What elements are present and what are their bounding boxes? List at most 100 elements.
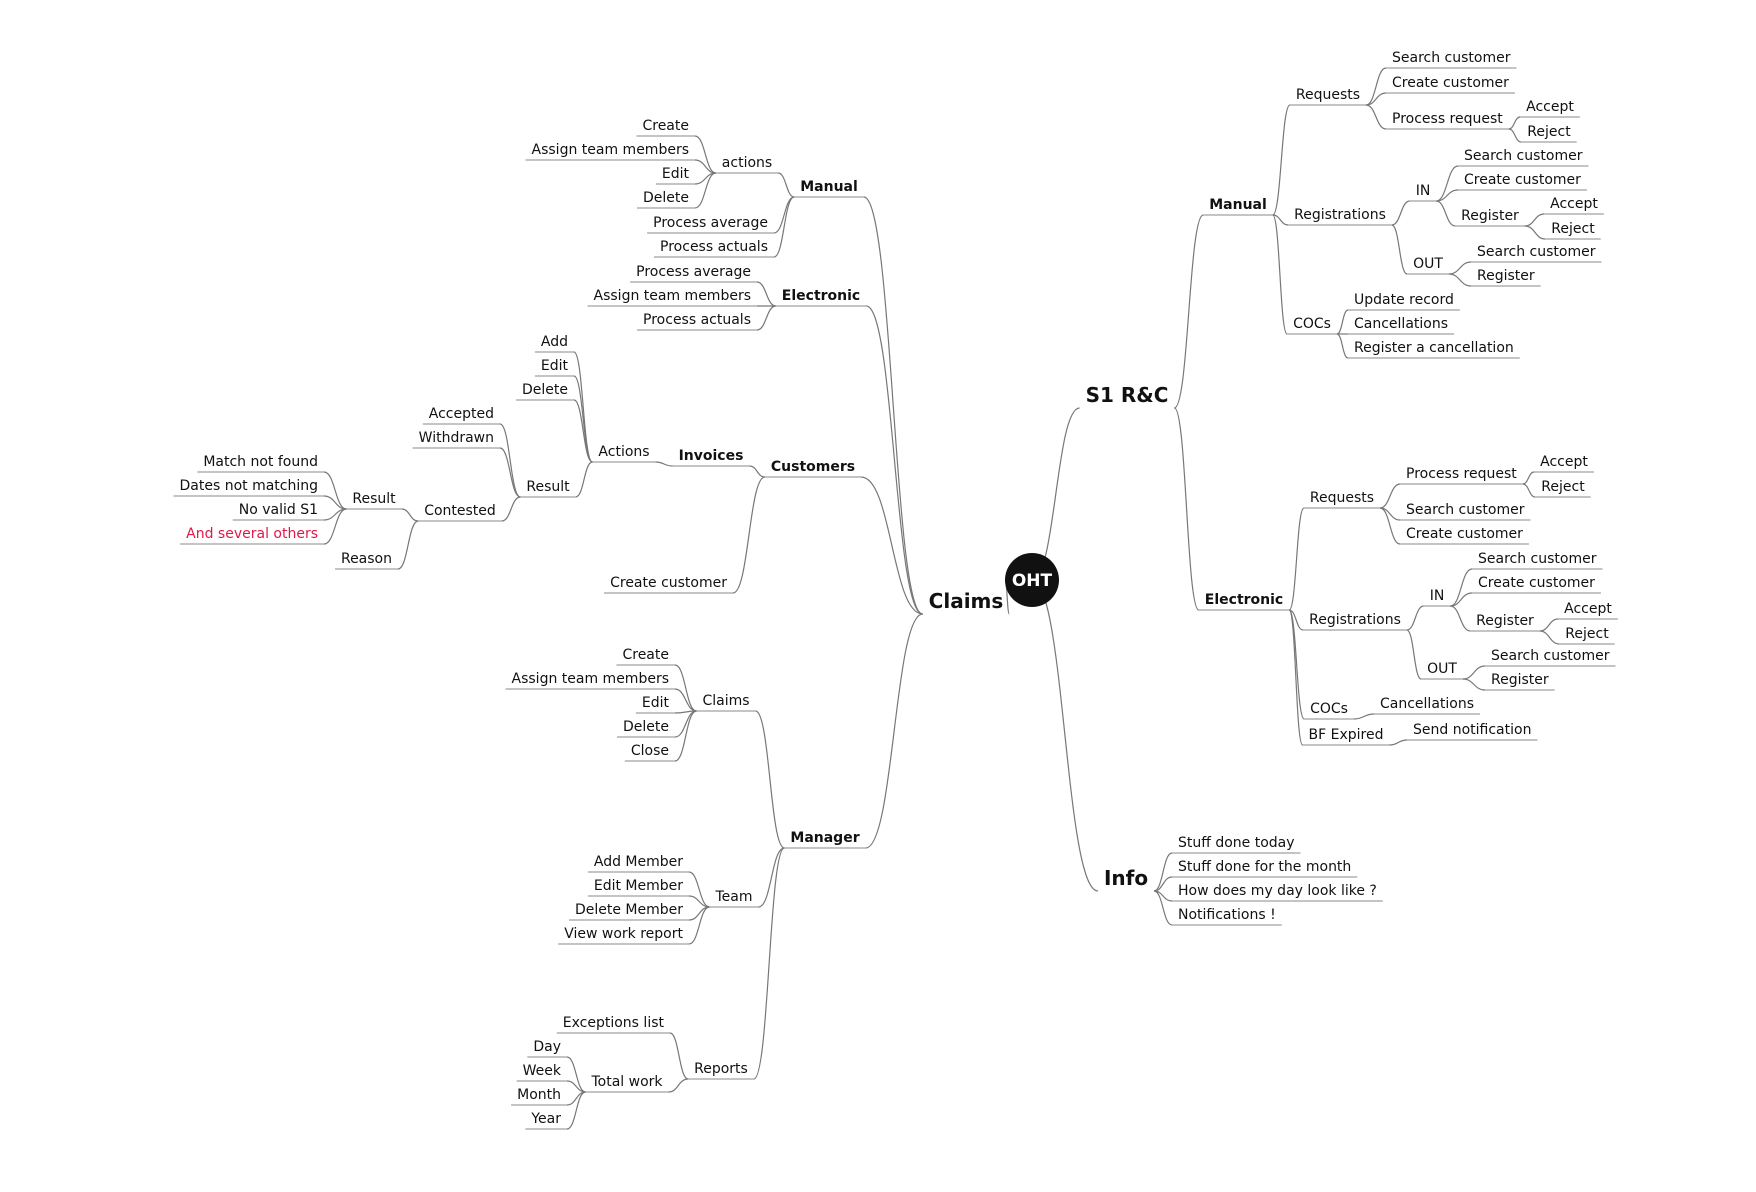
node-search-customer[interactable]: Search customer: [1386, 50, 1517, 69]
node-register[interactable]: Register: [1470, 613, 1540, 632]
node-process-actuals[interactable]: Process actuals: [654, 239, 774, 258]
connector-line: [1336, 333, 1349, 359]
node-reject[interactable]: Reject: [1545, 221, 1601, 240]
node-claims[interactable]: Claims: [929, 589, 1004, 613]
node-create-customer[interactable]: Create customer: [1400, 526, 1529, 545]
node-delete[interactable]: Delete: [516, 382, 574, 401]
node-accept[interactable]: Accept: [1558, 601, 1618, 620]
node-assign-team-members[interactable]: Assign team members: [525, 142, 695, 161]
node-notifications[interactable]: Notifications !: [1172, 907, 1282, 926]
node-bf-expired[interactable]: BF Expired: [1302, 727, 1390, 746]
node-claims[interactable]: Claims: [696, 693, 756, 712]
node-requests[interactable]: Requests: [1303, 490, 1381, 509]
node-out[interactable]: OUT: [1421, 661, 1463, 680]
node-manual[interactable]: Manual: [1203, 197, 1273, 216]
node-no-valid-s1[interactable]: No valid S1: [232, 502, 324, 521]
node-reason[interactable]: Reason: [334, 551, 398, 570]
node-send-notification[interactable]: Send notification: [1407, 722, 1538, 741]
node-match-not-found[interactable]: Match not found: [197, 454, 324, 473]
node-register-a-cancellation[interactable]: Register a cancellation: [1348, 340, 1520, 359]
node-actions[interactable]: actions: [715, 155, 779, 174]
node-register[interactable]: Register: [1471, 268, 1541, 287]
node-process-actuals[interactable]: Process actuals: [637, 312, 757, 331]
node-how-does-my-day-look-like[interactable]: How does my day look like ?: [1172, 883, 1383, 902]
node-electronic[interactable]: Electronic: [775, 288, 867, 307]
node-manual[interactable]: Manual: [794, 179, 864, 198]
node-edit[interactable]: Edit: [635, 695, 675, 714]
node-registrations[interactable]: Registrations: [1303, 612, 1407, 631]
node-create-customer[interactable]: Create customer: [1472, 575, 1601, 594]
node-cocs[interactable]: COCs: [1304, 701, 1354, 720]
node-process-request[interactable]: Process request: [1400, 466, 1523, 485]
node-in[interactable]: IN: [1423, 588, 1451, 607]
node-year[interactable]: Year: [525, 1111, 567, 1130]
node-register[interactable]: Register: [1485, 672, 1555, 691]
node-customers[interactable]: Customers: [764, 459, 862, 478]
node-in[interactable]: IN: [1409, 183, 1437, 202]
node-week[interactable]: Week: [516, 1063, 567, 1082]
node-view-work-report[interactable]: View work report: [558, 926, 689, 945]
node-cocs[interactable]: COCs: [1287, 316, 1337, 335]
node-dates-not-matching[interactable]: Dates not matching: [173, 478, 324, 497]
node-search-customer[interactable]: Search customer: [1485, 648, 1616, 667]
node-total-work[interactable]: Total work: [585, 1074, 669, 1093]
node-create-customer[interactable]: Create customer: [1458, 172, 1587, 191]
node-info[interactable]: Info: [1104, 866, 1148, 890]
node-out[interactable]: OUT: [1407, 256, 1449, 275]
node-actions[interactable]: Actions: [592, 444, 656, 463]
node-stuff-done-for-the-month[interactable]: Stuff done for the month: [1172, 859, 1358, 878]
node-search-customer[interactable]: Search customer: [1472, 551, 1603, 570]
node-reports[interactable]: Reports: [688, 1061, 754, 1080]
node-result[interactable]: Result: [346, 491, 402, 510]
node-process-average[interactable]: Process average: [630, 264, 757, 283]
node-withdrawn[interactable]: Withdrawn: [412, 430, 500, 449]
node-reject[interactable]: Reject: [1559, 626, 1615, 645]
node-reject[interactable]: Reject: [1535, 479, 1591, 498]
node-month[interactable]: Month: [511, 1087, 567, 1106]
node-requests[interactable]: Requests: [1289, 87, 1367, 106]
node-process-request[interactable]: Process request: [1386, 111, 1509, 130]
node-team[interactable]: Team: [709, 889, 759, 908]
node-day[interactable]: Day: [527, 1039, 567, 1058]
node-delete[interactable]: Delete: [617, 719, 675, 738]
node-create[interactable]: Create: [636, 118, 695, 137]
node-search-customer[interactable]: Search customer: [1458, 148, 1589, 167]
node-cancellations[interactable]: Cancellations: [1374, 696, 1481, 715]
node-delete[interactable]: Delete: [637, 190, 695, 209]
node-edit[interactable]: Edit: [655, 166, 695, 185]
node-manager[interactable]: Manager: [784, 830, 866, 849]
node-reject[interactable]: Reject: [1521, 124, 1577, 143]
node-create-customer[interactable]: Create customer: [604, 575, 733, 594]
node-assign-team-members[interactable]: Assign team members: [587, 288, 757, 307]
node-add-member[interactable]: Add Member: [587, 854, 689, 873]
node-accept[interactable]: Accept: [1544, 196, 1604, 215]
node-exceptions-list[interactable]: Exceptions list: [556, 1015, 670, 1034]
node-cancellations[interactable]: Cancellations: [1348, 316, 1455, 335]
node-create-customer[interactable]: Create customer: [1386, 75, 1515, 94]
node-edit[interactable]: Edit: [534, 358, 574, 377]
node-accept[interactable]: Accept: [1520, 99, 1580, 118]
node-create[interactable]: Create: [616, 647, 675, 666]
node-registrations[interactable]: Registrations: [1288, 207, 1392, 226]
node-search-customer[interactable]: Search customer: [1471, 244, 1602, 263]
node-assign-team-members[interactable]: Assign team members: [505, 671, 675, 690]
node-label: View work report: [564, 926, 683, 942]
node-close[interactable]: Close: [624, 743, 675, 762]
node-delete-member[interactable]: Delete Member: [568, 902, 689, 921]
node-result[interactable]: Result: [520, 479, 576, 498]
root-node[interactable]: OHT: [1005, 553, 1059, 607]
node-edit-member[interactable]: Edit Member: [587, 878, 689, 897]
node-register[interactable]: Register: [1455, 208, 1525, 227]
node-s1-r-c[interactable]: S1 R&C: [1086, 383, 1169, 407]
node-stuff-done-today[interactable]: Stuff done today: [1172, 835, 1301, 854]
node-accepted[interactable]: Accepted: [422, 406, 500, 425]
node-and-several-others[interactable]: And several others: [180, 526, 324, 545]
node-update-record[interactable]: Update record: [1348, 292, 1460, 311]
node-process-average[interactable]: Process average: [647, 215, 774, 234]
node-add[interactable]: Add: [534, 334, 574, 353]
node-search-customer[interactable]: Search customer: [1400, 502, 1531, 521]
node-electronic[interactable]: Electronic: [1198, 592, 1290, 611]
node-contested[interactable]: Contested: [418, 503, 502, 522]
node-accept[interactable]: Accept: [1534, 454, 1594, 473]
node-invoices[interactable]: Invoices: [672, 448, 750, 467]
